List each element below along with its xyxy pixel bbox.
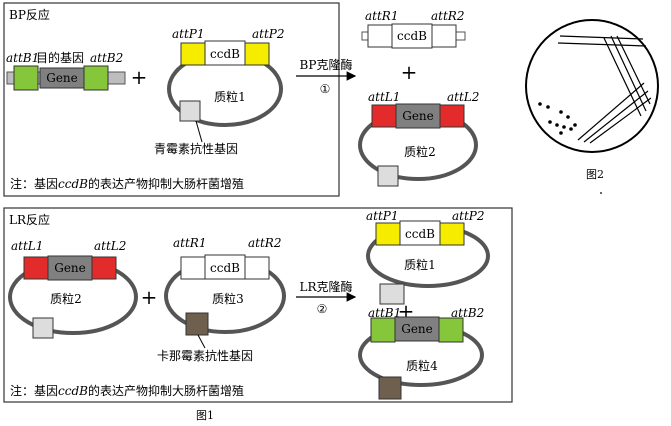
resistance-gene-box (179, 100, 201, 122)
attB1-site (370, 317, 396, 343)
attR1-site (180, 256, 206, 280)
colonies (538, 102, 577, 135)
resistance-gene-box (185, 312, 209, 336)
plus-sign: + (141, 285, 158, 309)
target-gene-fragment: Gene (6, 65, 126, 91)
plasmid-name: 质粒2 (404, 144, 436, 159)
stray-dot (600, 192, 602, 194)
streak-line (577, 82, 645, 141)
attL1-label: attL1 (368, 90, 400, 104)
plasmid-2: Gene 质粒2 (8, 255, 138, 339)
plus-sign: + (131, 65, 148, 89)
attR1-site (367, 24, 393, 48)
resistance-pointer (195, 120, 203, 143)
attL1-label: attL1 (11, 239, 43, 253)
gene-label: Gene (46, 71, 78, 85)
streak-line (583, 90, 649, 143)
gene-label: Gene (54, 261, 86, 275)
plasmid-name: 质粒2 (50, 291, 82, 306)
enzyme-label: BP克隆酶 (300, 57, 353, 72)
resistance-pointer (197, 334, 206, 349)
streak-line (616, 35, 651, 105)
figure-2-caption: 图2 (586, 168, 604, 181)
ccdB-byproduct: ccdB (361, 23, 466, 49)
attR2-site (431, 24, 457, 48)
resistance-gene-box (377, 165, 399, 187)
attP2-site (244, 42, 270, 66)
attP1-site (180, 42, 206, 66)
streak-line (557, 42, 647, 47)
ccdB-block (391, 23, 433, 49)
attL1-site (371, 104, 397, 128)
attP1-label: attP1 (366, 209, 399, 223)
streak-line (603, 37, 642, 117)
attL1-site (23, 256, 49, 280)
lr-reaction-panel: LR反应 Gene 质粒2 attL1 attL2 + ccdB 质粒3 att… (3, 207, 513, 403)
bp-reaction-panel: BP反应 Gene attB1 目的基因 attB2 + ccdB 质粒1 at… (3, 2, 479, 197)
resistance-gene-box (379, 283, 405, 305)
attL2-label: attL2 (447, 90, 479, 104)
attP2-label: attP2 (252, 27, 285, 41)
attB2-label: attB2 (90, 51, 123, 65)
attR2-label: attR2 (431, 9, 464, 23)
attL2-label: attL2 (94, 239, 126, 253)
streak-line (610, 35, 647, 112)
attB1-label: attB1 (6, 51, 39, 65)
attB2-label: attB2 (451, 306, 484, 320)
figure-2-dish: 图2 (525, 19, 659, 194)
plasmid-1: ccdB 质粒1 (167, 40, 283, 127)
gene-label: Gene (402, 109, 434, 123)
plasmid-4: Gene 质粒4 (358, 316, 484, 400)
attB2-site (83, 65, 109, 91)
ccdB-label: ccdB (405, 227, 435, 241)
plasmid-2: Gene 质粒2 (358, 103, 478, 187)
ccdB-label: ccdB (397, 29, 427, 43)
streak-line (589, 97, 652, 144)
attP1-label: attP1 (172, 27, 205, 41)
attL2-site (439, 104, 465, 128)
attB1-site (13, 65, 39, 91)
target-gene-label: 目的基因 (36, 50, 84, 65)
attB2-site (438, 317, 464, 343)
attR2-site (244, 256, 270, 280)
attP1-site (375, 222, 401, 246)
enzyme-label: LR克隆酶 (299, 279, 352, 294)
ccdB-block (399, 220, 441, 246)
resistance-label: 卡那霉素抗性基因 (157, 348, 253, 363)
gene-block (47, 255, 93, 281)
bp-note: 注：基因ccdB的表达产物抑制大肠杆菌增殖 (10, 176, 244, 191)
step-marker: ① (320, 82, 331, 96)
plus-sign: + (401, 60, 418, 84)
ccdB-block (204, 254, 246, 280)
plasmid-name: 质粒1 (404, 257, 436, 272)
attP2-label: attP2 (452, 209, 485, 223)
attR1-label: attR1 (365, 9, 398, 23)
attP2-site (439, 222, 465, 246)
streak-line (559, 35, 644, 40)
step-marker: ② (317, 302, 328, 316)
attR1-label: attR1 (173, 236, 206, 250)
figure-1-caption: 图1 (196, 409, 214, 422)
ccdB-label: ccdB (210, 47, 240, 61)
petri-dish (525, 19, 659, 153)
gene-block (395, 103, 441, 129)
plasmid-name: 质粒4 (406, 358, 438, 373)
bp-title: BP反应 (9, 7, 50, 22)
plasmid-name: 质粒1 (214, 89, 246, 104)
plasmid-name: 质粒3 (212, 291, 244, 306)
plasmid-1: ccdB 质粒1 (366, 220, 490, 305)
lr-title: LR反应 (9, 212, 50, 227)
resistance-label: 青霉素抗性基因 (154, 141, 238, 156)
resistance-gene-box (32, 317, 54, 339)
resistance-gene-box (378, 376, 402, 400)
attR2-label: attR2 (248, 236, 281, 250)
lr-note: 注：基因ccdB的表达产物抑制大肠杆菌增殖 (10, 383, 244, 398)
attL2-site (91, 256, 117, 280)
plasmid-3: ccdB 质粒3 (164, 254, 286, 336)
ccdB-label: ccdB (210, 261, 240, 275)
attB1-label: attB1 (368, 306, 401, 320)
gene-label: Gene (401, 322, 433, 336)
